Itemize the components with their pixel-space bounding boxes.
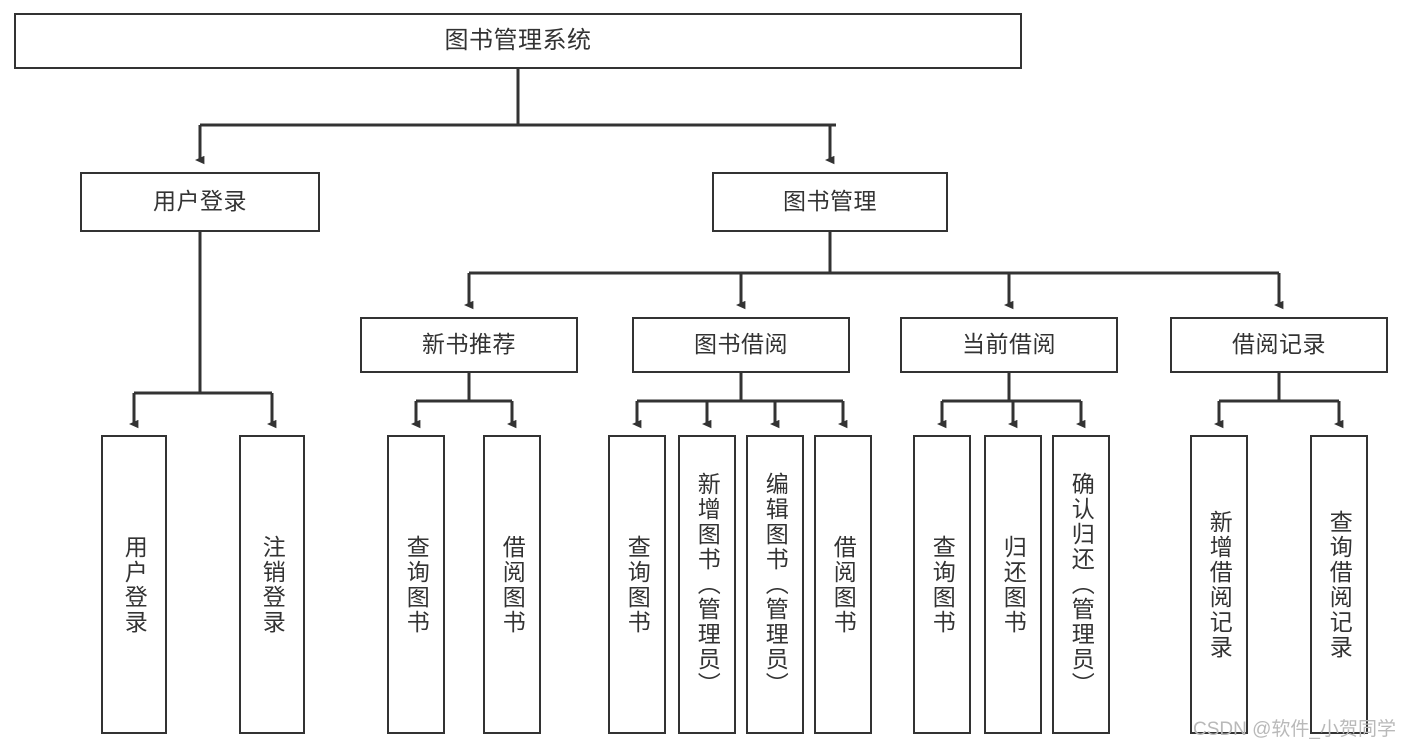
leaf-return-book[interactable]: 归还图书 — [984, 435, 1042, 734]
connector-current-to-leaves — [937, 373, 1086, 429]
node-new-book-recommend[interactable]: 新书推荐 — [360, 317, 578, 373]
leaf-edit-book-admin[interactable]: 编辑图书（管理员） — [746, 435, 804, 734]
leaf-query-borrow-record[interactable]: 查询借阅记录 — [1310, 435, 1368, 734]
leaf-query-book-current[interactable]: 查询图书 — [913, 435, 971, 734]
connector-borrow-to-leaves — [632, 373, 848, 429]
leaf-add-borrow-record[interactable]: 新增借阅记录 — [1190, 435, 1248, 734]
connector-userlogin-to-leaves — [129, 232, 277, 429]
leaf-add-book-admin[interactable]: 新增图书（管理员） — [678, 435, 736, 734]
connector-record-to-leaves — [1214, 373, 1344, 429]
connector-root-to-level1 — [195, 69, 836, 165]
leaf-query-book-recommend[interactable]: 查询图书 — [387, 435, 445, 734]
node-root-system[interactable]: 图书管理系统 — [14, 13, 1022, 69]
leaf-borrow-book[interactable]: 借阅图书 — [814, 435, 872, 734]
connector-bookmgmt-to-level2 — [464, 232, 1284, 310]
node-book-borrow[interactable]: 图书借阅 — [632, 317, 850, 373]
node-borrow-record[interactable]: 借阅记录 — [1170, 317, 1388, 373]
node-book-management[interactable]: 图书管理 — [712, 172, 948, 232]
connector-newbook-to-leaves — [411, 373, 517, 429]
leaf-borrow-book-recommend[interactable]: 借阅图书 — [483, 435, 541, 734]
leaf-query-book-borrow[interactable]: 查询图书 — [608, 435, 666, 734]
node-user-login[interactable]: 用户登录 — [80, 172, 320, 232]
node-current-borrow[interactable]: 当前借阅 — [900, 317, 1118, 373]
leaf-logout[interactable]: 注销登录 — [239, 435, 305, 734]
leaf-confirm-return-admin[interactable]: 确认归还（管理员） — [1052, 435, 1110, 734]
csdn-watermark: CSDN @软件_小贺同学 — [1193, 719, 1396, 740]
leaf-user-login[interactable]: 用户登录 — [101, 435, 167, 734]
